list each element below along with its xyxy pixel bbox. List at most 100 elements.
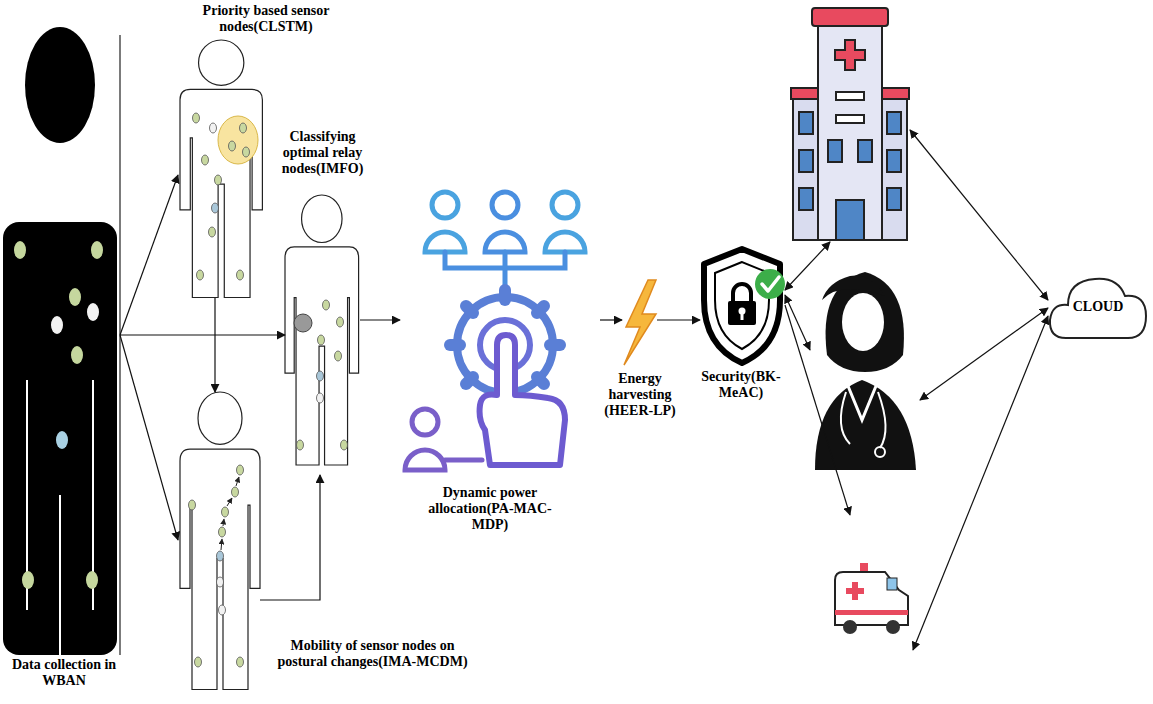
hospital-icon <box>791 8 909 240</box>
connector-arrow <box>785 295 810 350</box>
lightning-icon: Energy harvesting (HEER-LP) <box>622 280 657 365</box>
sensor-figure <box>237 270 244 280</box>
sensor-figure <box>180 40 262 298</box>
security-shield: Security(BK-MeAC) <box>700 245 785 365</box>
hospital-icon <box>836 115 864 123</box>
connector-arrow <box>214 298 215 392</box>
mobility-figure <box>180 392 260 690</box>
power-allocation-icon <box>492 192 518 218</box>
body-silhouette <box>91 241 103 259</box>
connector-arrow <box>920 308 1048 400</box>
connector-arrow <box>910 130 1048 300</box>
cloud-node: CLOUD <box>1048 272 1148 342</box>
hospital-icon <box>835 40 865 70</box>
relay-figure <box>335 351 342 361</box>
relay-figure <box>341 440 348 450</box>
relay-figure <box>294 314 312 332</box>
doctor-icon <box>875 447 885 457</box>
relay-figure <box>323 300 330 310</box>
sensor-figure <box>218 116 258 164</box>
power-allocation-icon <box>412 409 438 435</box>
ambulance-icon <box>828 515 913 700</box>
body-silhouette <box>86 571 98 589</box>
sensor-figure <box>209 227 216 237</box>
sensor-figure <box>193 113 200 123</box>
sensor-figure <box>243 147 250 157</box>
doctor-icon <box>815 380 916 470</box>
relay-figure <box>317 393 324 403</box>
connector-arrow <box>260 475 320 600</box>
power-allocation-icon <box>499 290 511 300</box>
power-allocation-icon <box>450 339 460 351</box>
mobility-figure <box>237 465 244 475</box>
security-shield <box>755 269 785 299</box>
hospital-icon <box>790 2 910 242</box>
relay-figure <box>297 440 304 450</box>
doctor-icon <box>842 293 884 351</box>
doctor-icon <box>815 272 916 470</box>
connector-arrow <box>600 319 622 320</box>
lightning-icon <box>624 280 656 365</box>
power-allocation-icon <box>552 192 578 218</box>
sensor-figure <box>210 123 217 133</box>
power-allocation-icon <box>550 339 560 351</box>
hospital-icon <box>799 112 813 134</box>
connector-arrow <box>120 175 178 335</box>
power-allocation-icon <box>466 306 473 313</box>
hospital-icon <box>887 188 901 210</box>
power-allocation-icon <box>405 450 445 470</box>
body-silhouette <box>59 495 61 655</box>
power-allocation-icon <box>425 232 465 252</box>
connector-arrow <box>120 335 178 540</box>
sensor-figure <box>197 270 204 280</box>
doctor-icon <box>841 392 850 444</box>
ambulance-icon <box>843 620 857 634</box>
mobility-figure <box>219 527 226 537</box>
hospital-icon <box>818 24 882 240</box>
hospital-icon <box>879 88 909 99</box>
hospital-icon <box>858 140 872 162</box>
connector-arrow <box>360 319 400 320</box>
sensor-figure <box>202 155 209 165</box>
connector-arrow <box>785 242 830 290</box>
hospital-icon <box>799 188 813 210</box>
ambulance-icon <box>828 515 913 700</box>
hospital-icon <box>799 150 813 172</box>
caption-label: Data collection in WBAN <box>1 657 127 689</box>
security-shield <box>741 312 744 320</box>
power-allocation-icon <box>466 377 473 384</box>
body-silhouette <box>14 241 26 259</box>
ambulance-icon <box>886 620 900 634</box>
mobility-figure <box>223 519 224 526</box>
power-allocation-icon <box>485 232 525 252</box>
node-label: CLOUD <box>1073 299 1124 315</box>
cloud-shape <box>1050 279 1146 338</box>
relay-figure <box>285 195 359 465</box>
security-shield <box>762 277 779 291</box>
body-silhouette <box>56 431 68 449</box>
caption-label: Priority based sensor nodes(CLSTM) <box>186 3 346 35</box>
mobility-figure <box>222 507 229 517</box>
security-shield <box>704 249 785 363</box>
mobility-figure <box>236 477 239 486</box>
mobility-figure <box>227 498 232 506</box>
mobility-figure <box>237 657 244 667</box>
hospital-icon <box>836 200 864 240</box>
hospital-icon <box>812 8 888 26</box>
security-shield <box>728 301 756 325</box>
body-silhouette <box>3 27 117 655</box>
power-allocation-icon <box>445 458 482 463</box>
power-allocation-icon <box>432 192 458 218</box>
connector-arrow <box>120 334 285 335</box>
power-allocation-icon <box>537 377 544 384</box>
caption-label: Security(BK-MeAC) <box>695 369 787 401</box>
mobility-figure <box>219 605 226 615</box>
mobility-figure <box>221 539 222 550</box>
wban-silhouette: Data collection in WBAN <box>5 25 120 655</box>
ambulance-icon <box>887 578 897 590</box>
security-shield <box>733 284 751 302</box>
relay-figure: Classifying optimal relay nodes(IMFO) <box>285 195 360 475</box>
mobility-figure <box>217 577 224 587</box>
